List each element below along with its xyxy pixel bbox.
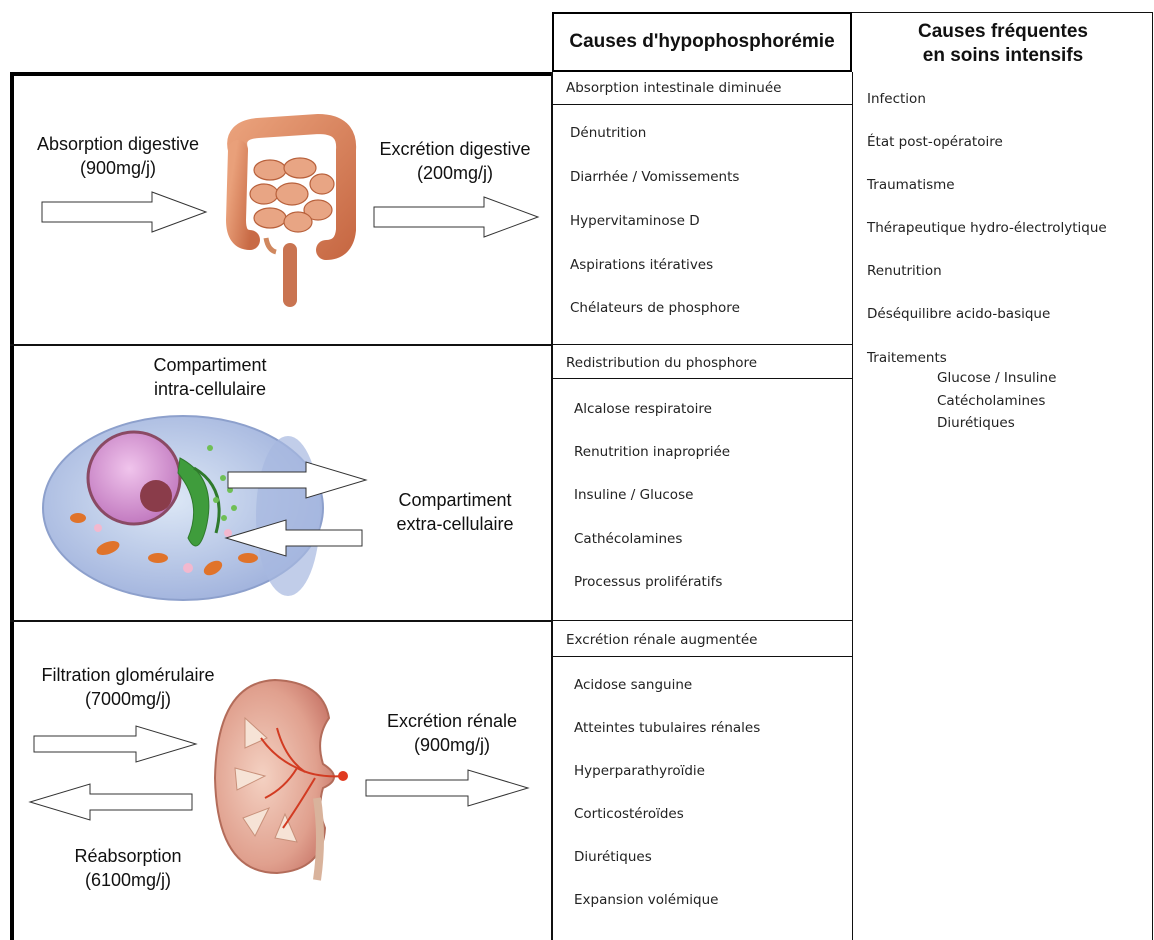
renal-excretion-value: (900mg/j): [362, 734, 542, 756]
extra-label-line2: extra-cellulaire: [370, 513, 540, 535]
frequent-sub-item: Diurétiques: [937, 415, 1015, 431]
list-item: Diurétiques: [574, 849, 652, 865]
column-divider-3: [1152, 12, 1153, 940]
frequent-header-line2: en soins intensifs: [852, 44, 1154, 68]
frequent-header-line1: Causes fréquentes: [852, 20, 1154, 44]
arrow-right-icon: [40, 190, 210, 235]
arrow-right-icon: [364, 768, 534, 808]
list-item: Aspirations itératives: [570, 257, 713, 273]
digestive-excretion-value: (200mg/j): [360, 162, 550, 184]
column-divider-2: [852, 72, 853, 940]
list-item: Hyperparathyroïdie: [574, 763, 705, 779]
causes-header-text: Causes d'hypophosphorémie: [569, 31, 834, 53]
renal-excretion-label: Excrétion rénale: [362, 710, 542, 732]
absorption-label: Absorption digestive: [18, 133, 218, 155]
intra-label-line2: intra-cellulaire: [100, 378, 320, 400]
list-item: Acidose sanguine: [574, 677, 692, 693]
list-item: Hypervitaminose D: [570, 213, 700, 229]
kidney-illustration: [205, 668, 355, 888]
arrow-left-icon: [224, 518, 374, 558]
arrow-left-icon: [28, 782, 198, 822]
frequent-sub-item: Catécholamines: [937, 393, 1045, 409]
list-item: Atteintes tubulaires rénales: [574, 720, 760, 736]
section2-top-line: [552, 344, 852, 345]
intestine-illustration: [218, 110, 358, 310]
section1-title-line: [552, 104, 852, 105]
list-item: Cathécolamines: [574, 531, 682, 547]
section3-top-line: [552, 620, 852, 621]
section3-title: Excrétion rénale augmentée: [566, 632, 757, 648]
arrow-right-icon: [32, 724, 202, 764]
section2-title-line: [552, 378, 852, 379]
digestive-excretion-label: Excrétion digestive: [360, 138, 550, 160]
frequent-item: Thérapeutique hydro-électrolytique: [867, 220, 1107, 236]
frequent-header: Causes fréquentes en soins intensifs: [852, 12, 1154, 72]
causes-header: Causes d'hypophosphorémie: [552, 12, 852, 72]
frequent-top-border: [852, 12, 1152, 13]
cell-illustration: [38, 408, 338, 608]
list-item: Renutrition inapropriée: [574, 444, 730, 460]
section2-title: Redistribution du phosphore: [566, 355, 757, 371]
intra-label-line1: Compartiment: [100, 354, 320, 376]
frequent-item: État post-opératoire: [867, 134, 1003, 150]
arrow-right-icon: [372, 195, 542, 240]
absorption-value: (900mg/j): [18, 157, 218, 179]
list-item: Alcalose respiratoire: [574, 401, 712, 417]
arrow-right-icon: [226, 460, 376, 500]
list-item: Expansion volémique: [574, 892, 718, 908]
frequent-item: Infection: [867, 91, 926, 107]
list-item: Processus prolifératifs: [574, 574, 722, 590]
column-divider-1: [551, 72, 553, 940]
extra-label-line1: Compartiment: [370, 489, 540, 511]
list-item: Dénutrition: [570, 125, 646, 141]
frequent-item: Déséquilibre acido-basique: [867, 306, 1050, 322]
left-divider-2: [10, 620, 552, 622]
frequent-item: Traitements: [867, 350, 947, 366]
frequent-item: Renutrition: [867, 263, 942, 279]
list-item: Insuline / Glucose: [574, 487, 693, 503]
left-top-border: [10, 72, 552, 76]
section3-title-line: [552, 656, 852, 657]
list-item: Corticostéroïdes: [574, 806, 684, 822]
frequent-item: Traumatisme: [867, 177, 955, 193]
frequent-sub-item: Glucose / Insuline: [937, 370, 1056, 386]
section1-title: Absorption intestinale diminuée: [566, 80, 781, 96]
list-item: Diarrhée / Vomissements: [570, 169, 739, 185]
list-item: Chélateurs de phosphore: [570, 300, 740, 316]
left-divider-1: [10, 344, 552, 346]
